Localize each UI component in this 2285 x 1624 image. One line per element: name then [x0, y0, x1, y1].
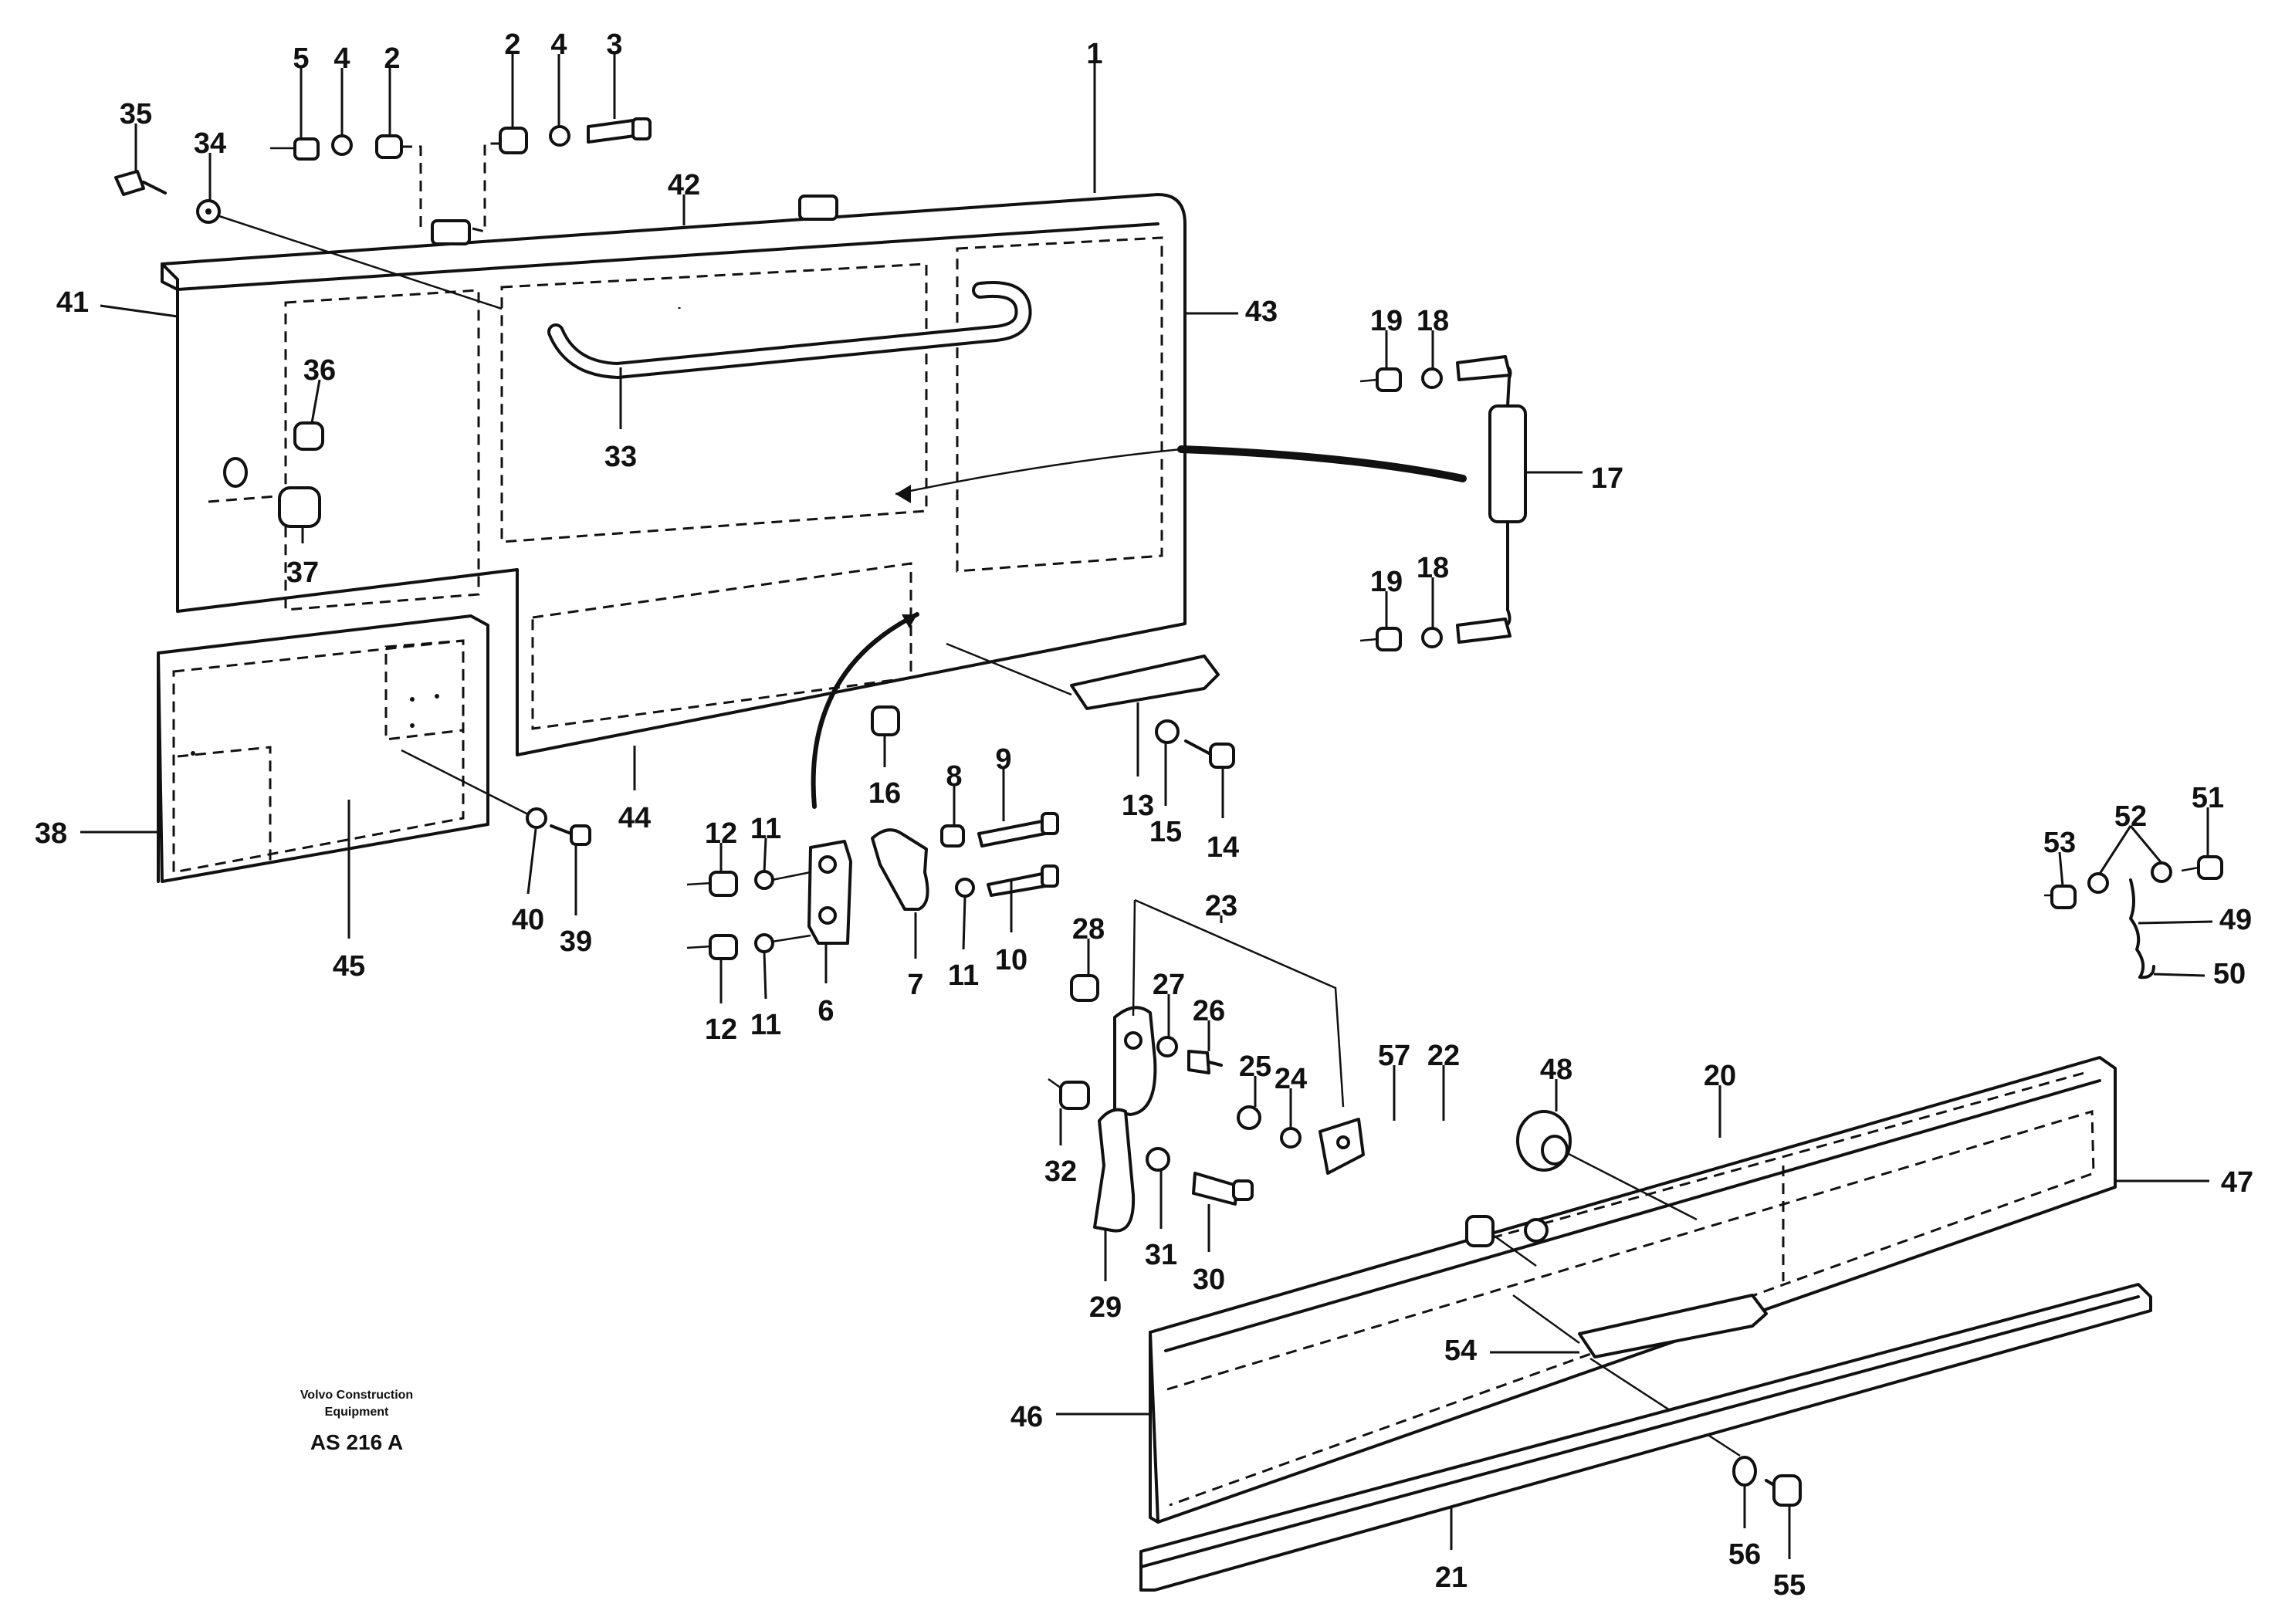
part-callout-label: 29 [1089, 1291, 1122, 1324]
part-callout-label: 44 [618, 802, 651, 834]
part-callout-label: 24 [1275, 1063, 1307, 1095]
part-callout-label: 12 [705, 1013, 737, 1046]
chain-assembly [2044, 855, 2223, 979]
part-callout-label: 40 [512, 904, 544, 936]
leader-line [2098, 825, 2132, 875]
part-callout-label: 37 [286, 557, 319, 589]
part-callout-label: 22 [1427, 1040, 1460, 1072]
part-callout-label: 4 [550, 29, 567, 61]
part-callout-label: 2 [504, 29, 520, 61]
leader-line [100, 304, 178, 318]
part-callout-label: 18 [1417, 305, 1449, 337]
part-callout-label: 49 [2219, 904, 2252, 936]
part-callout-label: 16 [868, 777, 901, 810]
part-callout-label: 48 [1540, 1054, 1572, 1086]
part-callout-label: 30 [1193, 1264, 1225, 1296]
part-callout-label: 53 [2043, 827, 2076, 859]
part-callout-label: 11 [750, 1009, 781, 1041]
part-callout-label: 55 [1773, 1569, 1806, 1602]
part-callout-label: 36 [303, 354, 336, 387]
part-callout-label: 46 [1010, 1401, 1043, 1433]
part-callout-label: 23 [1205, 890, 1237, 922]
company-name-line2: Equipment [325, 1406, 389, 1419]
part-callout-label: 8 [946, 760, 962, 793]
rail-21 [1139, 1283, 2152, 1592]
part-callout-label: 4 [333, 42, 350, 75]
part-callout-label: 5 [293, 42, 309, 75]
part-callout-label: 6 [818, 995, 834, 1027]
part-callout-label: 45 [333, 950, 365, 983]
part-callout-label: 12 [705, 817, 737, 850]
part-callout-label: 14 [1207, 831, 1239, 864]
part-callout-label: 39 [560, 925, 592, 958]
grab-handle [547, 281, 1032, 379]
part-callout-label: 28 [1072, 913, 1105, 946]
lock-assembly [686, 812, 1059, 960]
leader-line [763, 952, 767, 1000]
part-callout-label: 47 [2221, 1166, 2253, 1199]
part-callout-label: 35 [120, 98, 152, 130]
leader-line [2058, 851, 2064, 887]
part-callout-label: 7 [907, 969, 923, 1001]
part-callout-label: 17 [1591, 462, 1623, 495]
part-callout-label: 11 [948, 959, 979, 992]
leader-line [763, 837, 767, 873]
part-callout-label: 18 [1417, 552, 1449, 584]
part-callout-label: 10 [995, 944, 1027, 976]
part-callout-label: 15 [1149, 816, 1182, 848]
gas-strut [895, 355, 1527, 651]
part-callout-label: 20 [1704, 1060, 1736, 1092]
leader-line [962, 896, 966, 950]
part-callout-label: 50 [2213, 958, 2246, 990]
part-callout-label: 31 [1145, 1239, 1177, 1271]
part-callout-label: 52 [2114, 800, 2147, 833]
part-callout-label: 33 [604, 441, 637, 473]
part-callout-label: 9 [995, 743, 1011, 776]
bolt-35 [114, 170, 503, 310]
company-name-line1: Volvo Construction [300, 1389, 413, 1402]
part-callout-label: 41 [56, 286, 89, 319]
part-callout-label: 42 [668, 169, 700, 201]
handle-54 [1512, 1294, 1802, 1507]
lower-skirt-panel [1149, 1056, 2117, 1524]
part-callout-label: 26 [1193, 995, 1225, 1027]
hinge-parts [1048, 898, 1365, 1233]
leader-line [526, 828, 537, 895]
part-callout-label: 51 [2192, 782, 2224, 814]
part-callout-label: 54 [1444, 1335, 1477, 1367]
part-callout-label: 32 [1044, 1155, 1077, 1188]
leader-line [2138, 920, 2213, 925]
part-callout-label: 2 [384, 42, 400, 75]
leader-line [2153, 973, 2205, 977]
part-callout-label: 13 [1122, 790, 1154, 822]
drawing-code: AS 216 A [310, 1430, 403, 1454]
part-callout-label: 38 [35, 817, 67, 850]
part-callout-label: 21 [1435, 1561, 1467, 1594]
part-callout-label: 19 [1370, 566, 1403, 598]
part-callout-label: 27 [1153, 969, 1185, 1001]
part-callout-label: 56 [1728, 1538, 1761, 1571]
handle-13 [871, 642, 1235, 769]
knob-48 [1516, 1110, 1698, 1221]
part-callout-label: 25 [1239, 1051, 1271, 1083]
part-callout-label: 43 [1245, 296, 1278, 328]
top-hardware [270, 117, 652, 233]
part-callout-label: 11 [750, 813, 781, 845]
part-callout-label: 19 [1370, 305, 1403, 337]
panel-screw [401, 749, 591, 846]
part-callout-label: 1 [1086, 38, 1102, 70]
lower-left-panel [157, 614, 489, 883]
part-callout-label: 57 [1378, 1040, 1410, 1072]
part-callout-label: 34 [194, 127, 226, 160]
leader-line [310, 379, 321, 424]
leader-line [2129, 825, 2163, 864]
part-callout-label: 3 [606, 29, 622, 61]
